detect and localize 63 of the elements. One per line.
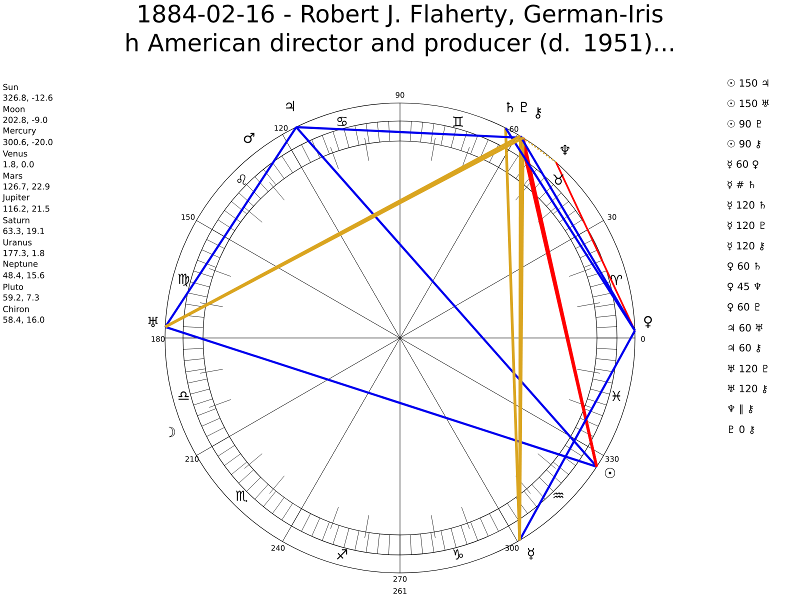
position-value: 63.3, 19.1 <box>3 228 44 235</box>
zodiac-sign: ♊ <box>453 116 463 127</box>
position-value: 59.2, 7.3 <box>3 294 39 302</box>
aspect-entry: ♃ 60 ♅ <box>728 324 762 332</box>
planet-name: Pluto <box>4 284 24 290</box>
aspect-entry: ☉ 150 ♃ <box>728 79 768 87</box>
zodiac-sign: ♎ <box>178 391 189 400</box>
aspect-entry: ♅ 120 ♇ <box>728 364 768 372</box>
aspect-entry: ☉ 90 ♇ <box>728 120 762 128</box>
planet-name: Moon <box>4 106 24 112</box>
aspect-entry: ♀ 60 ♇ <box>728 303 760 312</box>
zodiac-sign: ♒ <box>553 492 564 498</box>
aspect-entry: ☿ 120 ♄ <box>728 201 765 210</box>
zodiac-sign: ♌ <box>237 174 246 185</box>
planet-name: Mercury <box>4 128 36 136</box>
aspect-entry: ☿ # ♄ <box>728 180 754 190</box>
planet-name: Sun <box>3 84 18 90</box>
position-value: 202.8, -9.0 <box>3 116 48 124</box>
position-value: 1.8, 0.0 <box>4 161 34 168</box>
aspect-entry: ☿ 120 ⚷ <box>728 242 764 250</box>
zodiac-sign: ♋ <box>337 116 347 126</box>
aspect-entry: ☿ 60 ♀ <box>728 160 758 169</box>
aspect-entry: ♀ 60 ♄ <box>728 262 760 271</box>
zodiac-sign: ♐ <box>336 549 348 560</box>
aspect-entry: ♅ 120 ⚷ <box>728 384 767 394</box>
aspect-entry: ☿ 120 ♇ <box>728 222 765 230</box>
chart-title: 1884-02-16 - Robert J. Flaherty, German-Iris h American director and producer (d. 1951)... <box>126 4 674 56</box>
planet-glyph: ♄ <box>506 102 514 112</box>
aspect-entry: ♆ ∥ ⚷ <box>728 404 753 414</box>
position-value: 300.6, -20.0 <box>3 138 52 146</box>
aspect-entry: ☉ 90 ⚷ <box>728 140 761 148</box>
planet-glyph: ♇ <box>521 102 527 112</box>
planet-glyph: ☉ <box>604 468 616 478</box>
position-value: 326.8, -12.6 <box>3 94 52 102</box>
aspect-entry: ♀ 45 ♆ <box>728 282 761 292</box>
planet-glyph: ♃ <box>286 100 294 112</box>
planet-name: Venus <box>2 150 28 157</box>
position-value: 126.7, 22.9 <box>4 183 50 190</box>
position-value: 48.4, 15.6 <box>3 272 44 280</box>
planet-name: Mars <box>4 172 22 179</box>
planet-glyph: ♅ <box>148 316 158 328</box>
aspect-entry: ☉ 150 ♅ <box>728 100 769 108</box>
position-value: 58.4, 16.0 <box>3 316 44 324</box>
aspect-entry: ♇ 0 ⚷ <box>729 426 754 434</box>
zodiac-sign: ♏ <box>236 490 248 502</box>
planet-name: Uranus <box>3 239 32 246</box>
planet-glyph: ☽ <box>168 426 176 438</box>
zodiac-sign: ♉ <box>553 174 564 185</box>
zodiac-sign: ♑ <box>453 549 463 560</box>
planet-glyph: ♀ <box>644 316 652 328</box>
zodiac-sign: ♍ <box>178 274 190 286</box>
planet-name: Jupiter <box>2 194 30 202</box>
zodiac-sign: ♓ <box>612 390 620 402</box>
planet-glyph: ♆ <box>560 144 570 156</box>
planet-glyph: ⚷ <box>536 107 542 119</box>
planet-name: Chiron <box>3 306 29 312</box>
position-value: 116.2, 21.5 <box>4 206 50 213</box>
planet-name: Saturn <box>3 217 30 224</box>
position-value: 177.3, 1.8 <box>4 250 44 258</box>
planet-glyph: ☿ <box>528 548 534 560</box>
planet-glyph: ♂ <box>244 132 254 144</box>
planet-name: Neptune <box>4 260 38 268</box>
aspect-entry: ♃ 60 ⚷ <box>728 344 761 352</box>
